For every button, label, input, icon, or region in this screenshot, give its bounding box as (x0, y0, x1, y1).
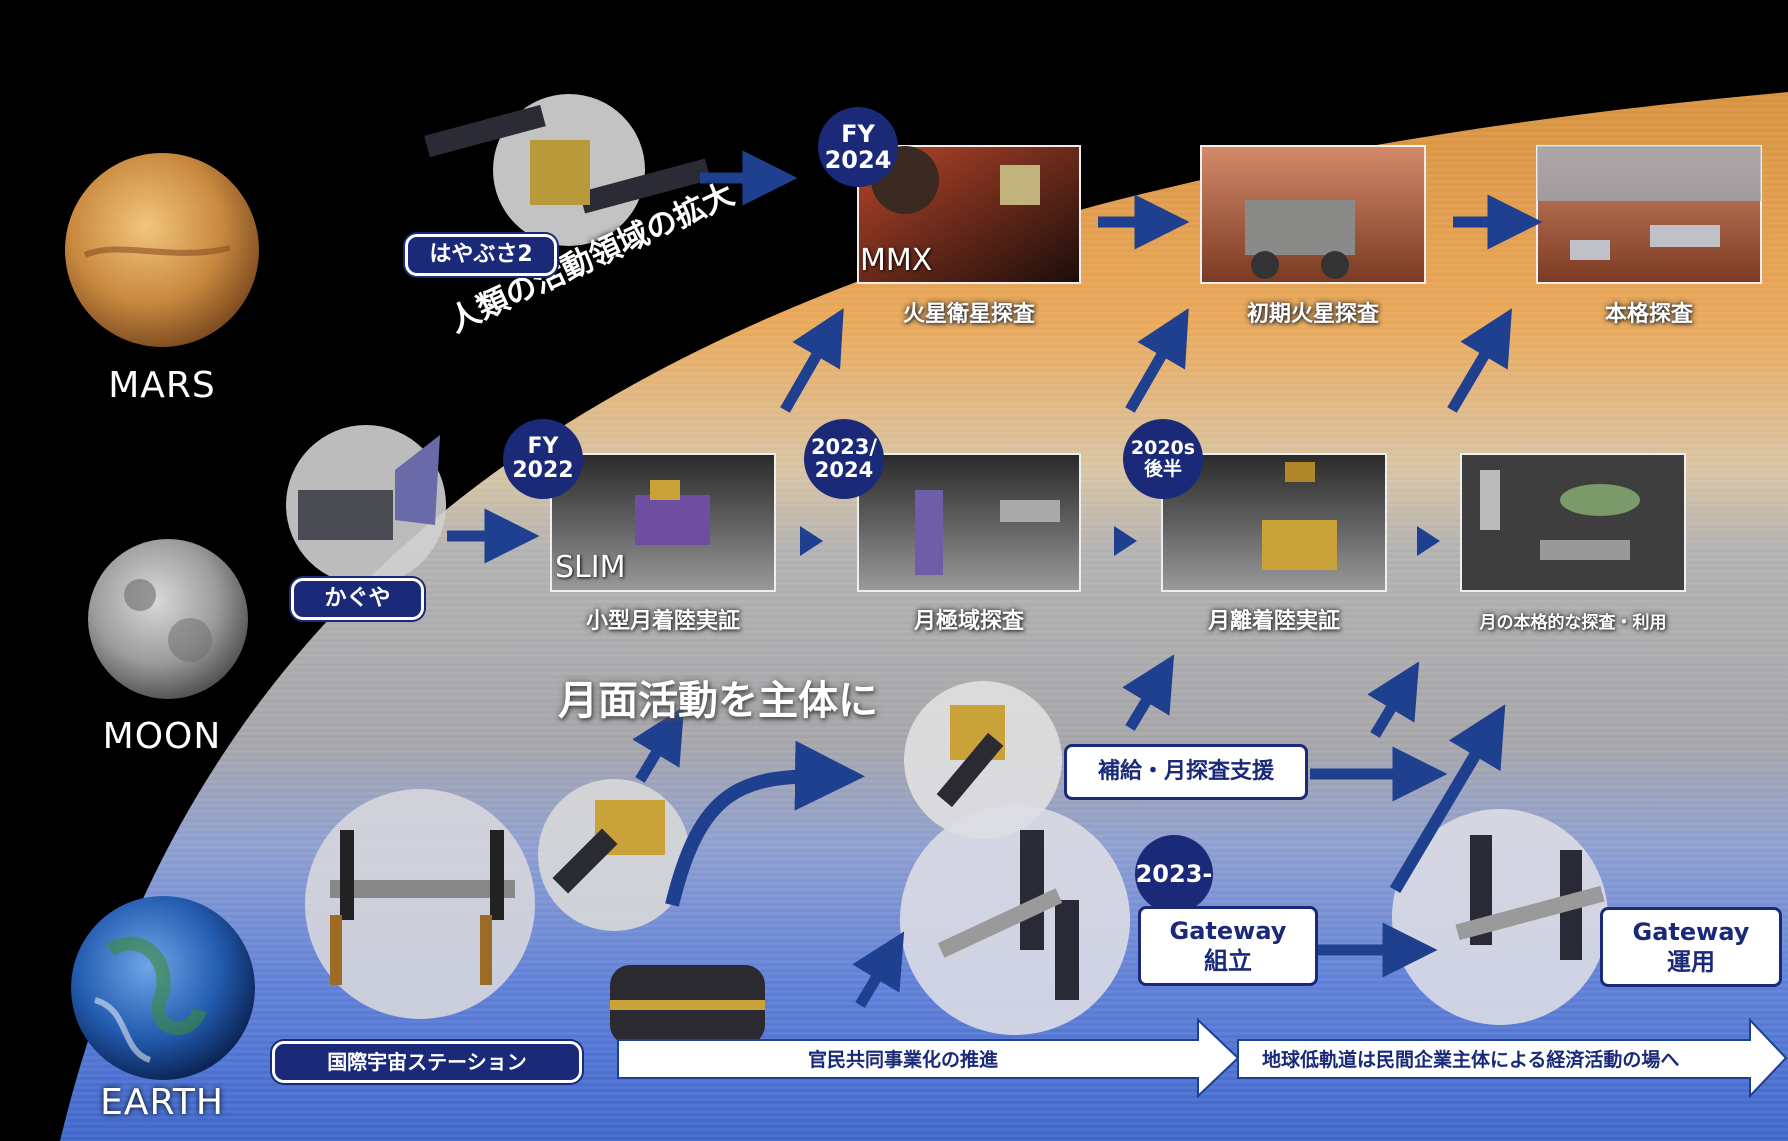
mmx-year-badge: FY 2024 (818, 107, 898, 187)
gateway-operation-line2: 運用 (1667, 948, 1715, 976)
earth-label: EARTH (100, 1082, 224, 1123)
leo-commercial-banner: 地球低軌道は民間企業主体による経済活動の場へ (1262, 1049, 1680, 1071)
slim-year-badge: FY 2022 (503, 419, 583, 499)
iss-label: 国際宇宙ステーション (272, 1041, 582, 1083)
polar-year-line1: 2023/ (810, 434, 878, 459)
gateway-assembly-line1: Gateway (1169, 917, 1287, 945)
moon-focus-slogan: 月面活動を主体に (558, 678, 878, 724)
polar-year-line2: 2024 (814, 458, 874, 482)
gateway-year-badge: 2023- (1135, 835, 1213, 913)
mmx-photo-tag: MMX (860, 243, 933, 278)
photo-initial-mars (1200, 145, 1426, 284)
lunar-use-caption: 月の本格的な探査・利用 (1479, 613, 1667, 633)
gateway-assembly-box: Gateway 組立 (1138, 906, 1318, 986)
photo-lunar-landing (1161, 453, 1387, 592)
moon-label: MOON (102, 716, 222, 757)
photo-full-mars (1536, 145, 1762, 284)
mars-label: MARS (108, 365, 216, 406)
hayabusa2-label: はやぶさ2 (405, 234, 557, 276)
landing-year-line2: 後半 (1143, 458, 1182, 480)
slim-photo-tag: SLIM (555, 550, 626, 585)
gateway-assembly-line2: 組立 (1204, 947, 1252, 975)
photo-polar (857, 453, 1081, 592)
landing-year-line1: 2020s (1130, 437, 1196, 460)
lunar-landing-caption: 月離着陸実証 (1207, 609, 1340, 634)
initial-mars-caption: 初期火星探査 (1246, 302, 1379, 327)
full-mars-caption: 本格探査 (1604, 302, 1693, 327)
photo-lunar-base (1460, 453, 1686, 592)
polar-caption: 月極域探査 (913, 609, 1024, 634)
supply-support-box: 補給・月探査支援 (1064, 744, 1308, 800)
public-private-banner: 官民共同事業化の推進 (808, 1049, 999, 1071)
banner-left-arrow (617, 1017, 1240, 1099)
mmx-year-line1: FY (841, 119, 875, 148)
slim-year-line1: FY (527, 433, 559, 459)
gateway-operation-line1: Gateway (1632, 918, 1750, 946)
mars-satellite-caption: 火星衛星探査 (902, 302, 1035, 327)
kaguya-label: かぐや (291, 578, 424, 620)
mmx-year-line2: 2024 (824, 146, 892, 174)
photo-slim (550, 453, 776, 592)
gateway-operation-box: Gateway 運用 (1600, 907, 1782, 987)
slim-caption: 小型月着陸実証 (585, 609, 740, 634)
banner-right-arrow (1237, 1017, 1788, 1099)
polar-year-badge: 2023/ 2024 (804, 419, 884, 499)
slim-year-line2: 2022 (512, 458, 574, 483)
landing-year-badge: 2020s 後半 (1123, 419, 1203, 499)
moon-planet (88, 539, 248, 699)
